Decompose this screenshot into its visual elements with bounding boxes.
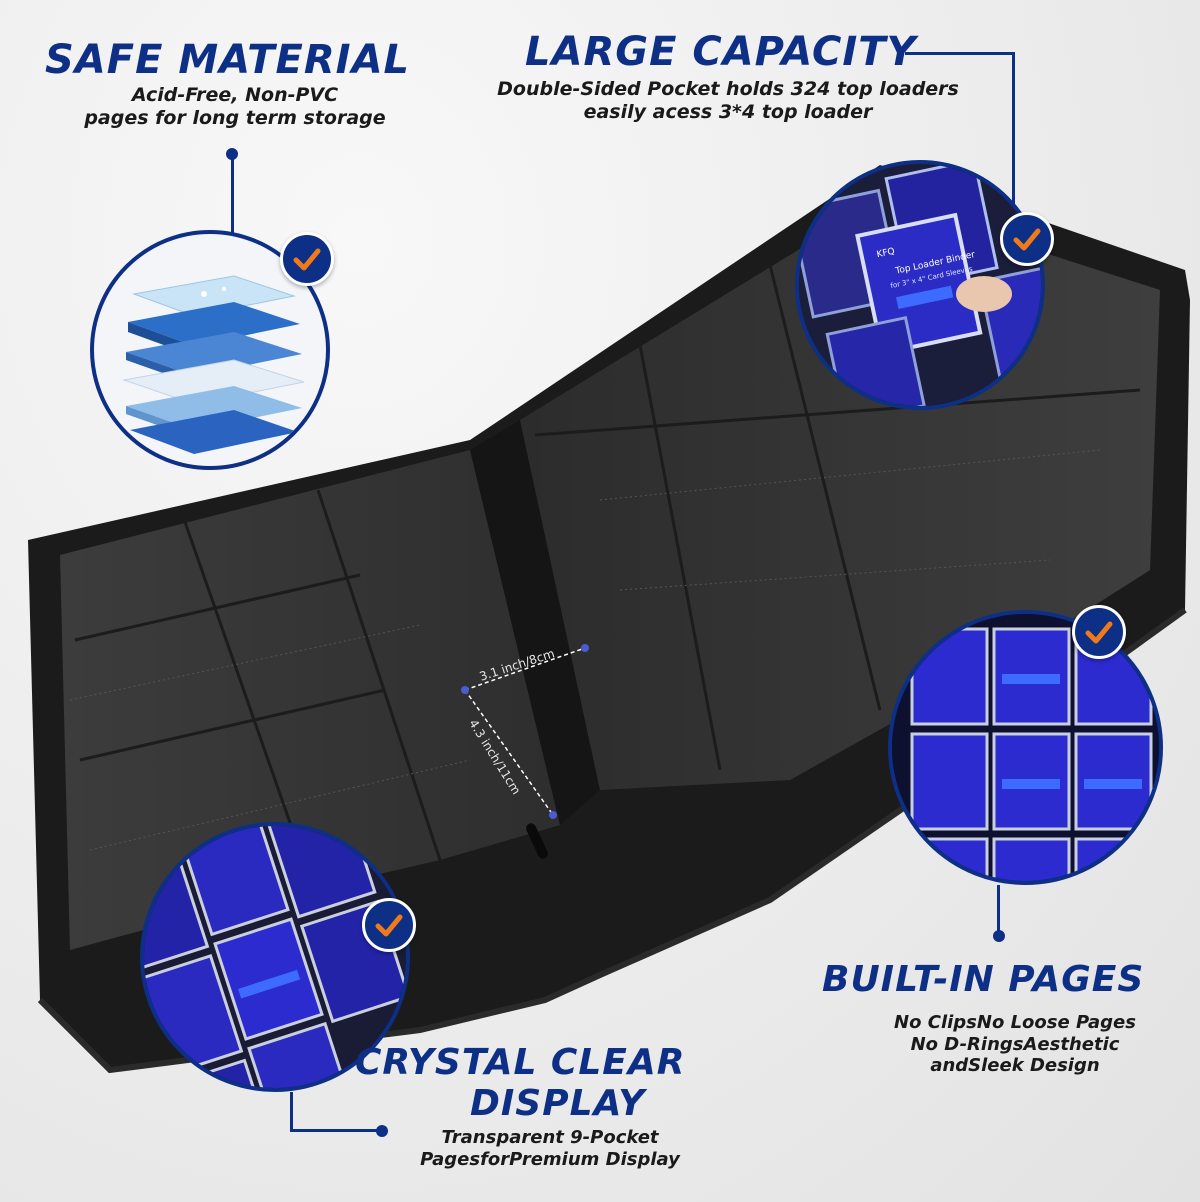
large-capacity-line-2: easily acess 3*4 top loader (583, 100, 873, 123)
crystal-clear-check-badge (362, 898, 416, 952)
built-in-pages-heading: BUILT-IN PAGES (822, 959, 1145, 1000)
checkmark-icon (293, 248, 321, 271)
large-capacity-check-badge (1000, 212, 1054, 266)
crystal-clear-line-2: PagesforPremium Display (420, 1148, 680, 1170)
built-in-pages-line-1: No ClipsNo Loose Pages (894, 1012, 1136, 1033)
large-capacity-heading: LARGE CAPACITY (525, 29, 917, 75)
built-in-pages-check-badge (1072, 605, 1126, 659)
built-in-pages-leader-line (997, 885, 1000, 935)
built-in-pages-subtitle: No ClipsNo Loose Pages No D-RingsAesthet… (840, 1012, 1190, 1077)
binder-spine (470, 420, 600, 825)
zipper-pull-icon (526, 823, 548, 859)
safe-material-subtitle: Acid-Free, Non-PVC pages for long term s… (65, 84, 405, 130)
large-capacity-leader-vertical (1012, 52, 1015, 212)
crystal-clear-leader-dot (376, 1125, 388, 1137)
safe-material-line-2: pages for long term storage (84, 106, 386, 129)
crystal-clear-subtitle: Transparent 9-Pocket PagesforPremium Dis… (400, 1127, 700, 1170)
binder-left-page (60, 450, 560, 950)
safe-material-line-1: Acid-Free, Non-PVC (131, 84, 339, 106)
layered-material-icon (122, 275, 305, 454)
svg-text:KFQ: KFQ (876, 247, 896, 261)
built-in-pages-line-2: No D-RingsAesthetic (910, 1033, 1120, 1055)
built-in-pages-circle (888, 610, 1163, 885)
crystal-clear-line-1: Transparent 9-Pocket (441, 1127, 659, 1148)
crystal-clear-heading-line-1: CRYSTAL CLEAR (355, 1042, 686, 1083)
large-capacity-subtitle: Double-Sided Pocket holds 324 top loader… (468, 78, 988, 124)
built-in-pages-line-3: andSleek Design (930, 1055, 1100, 1077)
checkmark-icon (1085, 621, 1113, 644)
safe-material-leader-line (231, 158, 234, 240)
safe-material-leader-dot (226, 148, 238, 160)
crystal-clear-leader-vertical (290, 1092, 293, 1132)
large-capacity-leader-top (905, 52, 1015, 55)
checkmark-icon (375, 914, 403, 937)
crystal-clear-heading-line-2: DISPLAY (470, 1083, 646, 1124)
built-in-pages-leader-dot (993, 930, 1005, 942)
large-capacity-line-1: Double-Sided Pocket holds 324 top loader… (497, 78, 959, 100)
safe-material-heading: SAFE MATERIAL (45, 37, 411, 83)
checkmark-icon (1013, 228, 1041, 251)
large-capacity-circle: KFQ Top Loader Binder for 3" x 4" Card S… (795, 160, 1045, 410)
safe-material-check-badge (280, 232, 334, 286)
crystal-clear-leader-horizontal (290, 1129, 380, 1132)
